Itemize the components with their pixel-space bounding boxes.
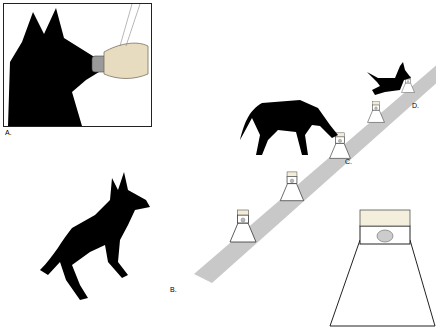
panel-label: A. [5,129,12,136]
scent-flask [368,102,385,123]
dog-silhouette [240,100,338,155]
panel-frame [4,4,152,127]
scent-flask [230,210,256,242]
dog-silhouette [367,62,411,95]
panel-label: B. [170,286,177,293]
gauze-cloth [104,43,148,78]
panel-label: D. [412,102,419,109]
hand-outline [120,4,140,46]
flask-detail [330,210,435,326]
dog-silhouette [40,172,150,300]
dog-head-silhouette [8,8,99,126]
panel-label: C. [345,158,352,165]
scent-flask [280,172,303,201]
